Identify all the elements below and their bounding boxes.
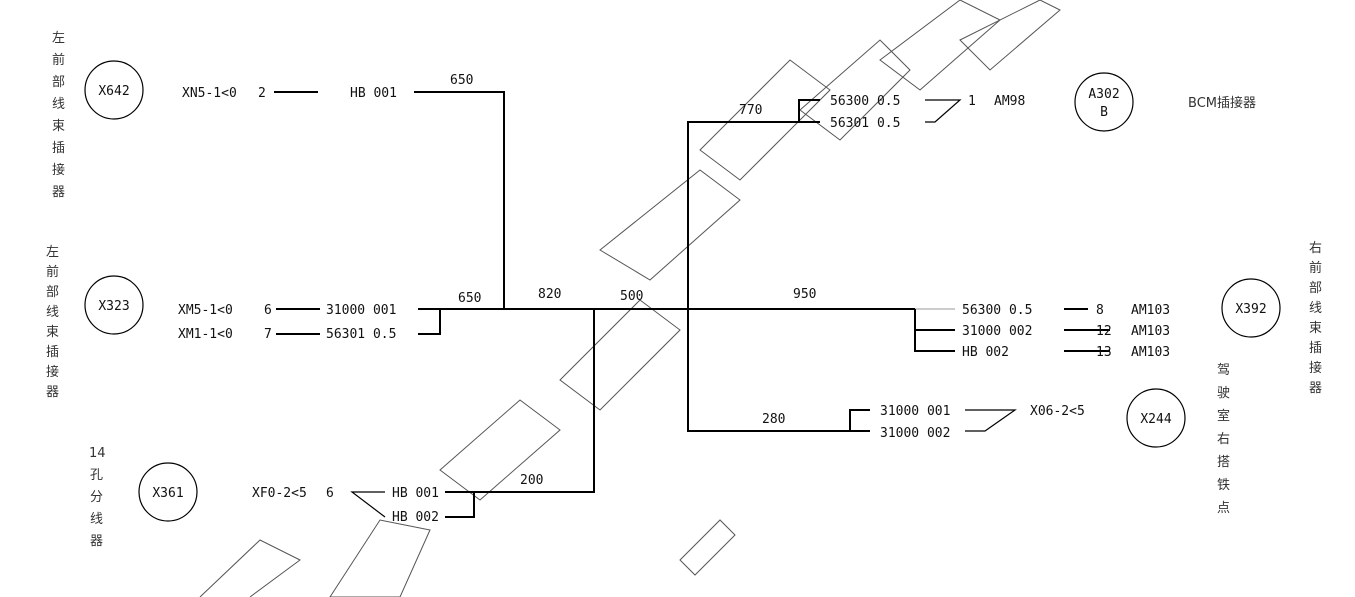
side-char: 部 [46, 285, 59, 300]
side-char: 部 [52, 75, 65, 90]
side-char: 线 [46, 305, 59, 320]
side-char: 插 [52, 141, 65, 156]
connector-x323-label: X323 [98, 299, 129, 314]
side-char: 孔 [90, 468, 103, 483]
side-char: 器 [90, 534, 103, 549]
side-char: 接 [1309, 360, 1322, 376]
pin-ref: AM103 [1131, 324, 1170, 339]
connector-x392: X392 [1221, 278, 1281, 338]
wire-code: 56300 0.5 [962, 303, 1032, 318]
wire-code: HB 001 [392, 486, 439, 501]
side-char: 器 [46, 385, 59, 400]
side-char: 线 [52, 97, 65, 112]
wire-code: 56301 0.5 [326, 327, 396, 342]
side-char: 束 [1309, 321, 1322, 336]
side-char: 驾 [1217, 363, 1230, 378]
wire-code: HB 001 [350, 86, 397, 101]
side-label-right: 右 前 部 线 束 插 接 器 [1309, 241, 1322, 396]
side-char: 室 [1217, 408, 1230, 424]
connector-x323: X323 [84, 275, 144, 335]
connector-x642-label: X642 [98, 84, 129, 99]
length-label: 500 [620, 289, 643, 304]
pin-number: 1 [968, 94, 976, 109]
side-char: 前 [1309, 260, 1322, 276]
connector-a302-sub: B [1100, 105, 1108, 120]
side-char: 左 [46, 245, 59, 260]
wire-stubs [274, 91, 1110, 352]
pin-number: 8 [1096, 303, 1104, 318]
side-char: 铁 [1217, 478, 1230, 493]
wire-code: 56300 0.5 [830, 94, 900, 109]
side-char: 分 [90, 490, 103, 505]
side-char: 接 [46, 364, 59, 380]
connector-x244-label: X244 [1140, 412, 1171, 427]
side-char: 束 [52, 119, 65, 134]
wire-code: 31000 001 [880, 404, 950, 419]
connector-x392-label: X392 [1235, 302, 1266, 317]
side-char: 束 [46, 325, 59, 340]
connector-a302: A302 B [1074, 72, 1134, 132]
length-label: 650 [458, 291, 481, 306]
connector-x244: X244 [1126, 388, 1186, 448]
side-char: 线 [90, 512, 103, 527]
pin-number: 12 [1096, 324, 1112, 339]
side-label-cab-ground: 驾 驶 室 右 搭 铁 点 [1217, 363, 1230, 516]
side-char: 前 [46, 264, 59, 280]
connector-x361-label: X361 [152, 486, 183, 501]
side-char: 左 [52, 31, 65, 46]
side-char: 点 [1217, 501, 1230, 516]
length-label: 770 [739, 103, 762, 118]
side-char: 器 [52, 185, 65, 200]
pin-number: 7 [264, 327, 272, 342]
wire-trunk [414, 91, 955, 518]
pin-merge-x361 [350, 491, 386, 518]
pin-ref: AM98 [994, 94, 1025, 109]
pin-label: X06-2<5 [1030, 404, 1085, 419]
length-label: 950 [793, 287, 816, 302]
side-char: 插 [1309, 341, 1322, 356]
length-label: 650 [450, 73, 473, 88]
side-char: 插 [46, 345, 59, 360]
pin-merge-x244 [965, 409, 1017, 432]
side-char: 前 [52, 52, 65, 68]
pin-number: 6 [326, 486, 334, 501]
pin-ref: AM103 [1131, 303, 1170, 318]
side-char: 右 [1309, 241, 1322, 256]
side-label-left-bottom: 14 孔 分 线 器 [89, 446, 106, 549]
pin-label: XF0-2<5 [252, 486, 307, 501]
wire-code: 31000 001 [326, 303, 396, 318]
length-label: 820 [538, 287, 561, 302]
bcm-connector-label: BCM插接器 [1188, 95, 1256, 111]
pin-merge-a302 [925, 99, 962, 123]
connector-x642: X642 [84, 60, 144, 120]
pin-label: XN5-1<0 [182, 86, 237, 101]
side-char: 接 [52, 162, 65, 178]
pin-number: 2 [258, 86, 266, 101]
pin-number: 13 [1096, 345, 1112, 360]
side-char: 线 [1309, 301, 1322, 316]
side-char: 搭 [1217, 454, 1230, 470]
side-char: 驶 [1217, 386, 1230, 401]
pin-label: XM5-1<0 [178, 303, 233, 318]
length-label: 200 [520, 473, 543, 488]
wire-code: 31000 002 [962, 324, 1032, 339]
side-char: 14 [89, 446, 106, 461]
side-char: 器 [1309, 381, 1322, 396]
side-label-left-mid: 左 前 部 线 束 插 接 器 [46, 245, 59, 400]
wire-code: HB 002 [392, 510, 439, 525]
side-char: 右 [1217, 432, 1230, 447]
connector-x361: X361 [138, 462, 198, 522]
wire-code: 56301 0.5 [830, 116, 900, 131]
pin-number: 6 [264, 303, 272, 318]
watermark [199, 0, 1061, 597]
side-label-left-top: 左 前 部 线 束 插 接 器 [52, 31, 65, 200]
side-char: 部 [1309, 281, 1322, 296]
pin-ref: AM103 [1131, 345, 1170, 360]
pin-label: XM1-1<0 [178, 327, 233, 342]
connector-a302-label: A302 [1088, 87, 1119, 102]
length-label: 280 [762, 412, 785, 427]
wire-code: HB 002 [962, 345, 1009, 360]
wire-code: 31000 002 [880, 426, 950, 441]
